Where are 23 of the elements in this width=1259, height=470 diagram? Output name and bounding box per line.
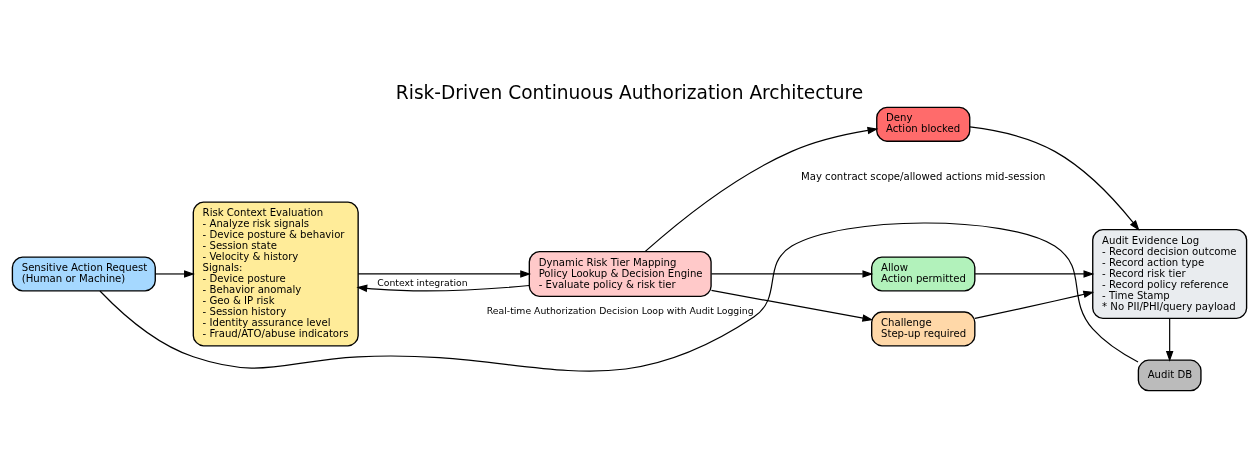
diagram-title: Risk-Driven Continuous Authorization Architecture [395,81,864,103]
label: May contract scope/allowed actions mid-session [800,170,1046,182]
arrow [154,269,195,278]
arrow [1165,317,1174,362]
arrow [974,269,1095,278]
node-box: Risk Context Evaluation - Analyze risk signals - Device posture & behavior - Session state - Velocity & history Signals: - Device posture - Behavior anomaly - Geo & IP risk - Session history - Identity assurance level - Fraud/ATO/abuse indicators [192,200,359,346]
arrow [710,269,874,278]
node-box: Deny Action blocked [876,106,971,142]
arrow [356,284,530,292]
arrow [969,125,1140,231]
node-box: Sensitive Action Request (Human or Machine) [11,255,156,292]
edge-label: Context integration [377,276,468,288]
node-box: Dynamic Risk Tier Mapping Policy Lookup & Decision Engine - Evaluate policy & risk tier [528,250,712,297]
arrow [357,269,532,278]
connector [99,221,1139,372]
node-box: Allow Action permitted [871,255,976,292]
edge-label: Real-time Authorization Decision Loop with Audit Logging [486,304,754,316]
node-box: Challenge Step-up required [871,310,976,346]
node-box: Audit Evidence Log - Record decision outcome - Record action type - Record risk tier - Record policy reference - Time Stamp * No PII/PHI/query payload [1092,228,1248,319]
node-box: Audit DB [1137,359,1202,391]
arrow [644,126,879,252]
arrow [974,290,1095,319]
arrow [710,289,874,322]
